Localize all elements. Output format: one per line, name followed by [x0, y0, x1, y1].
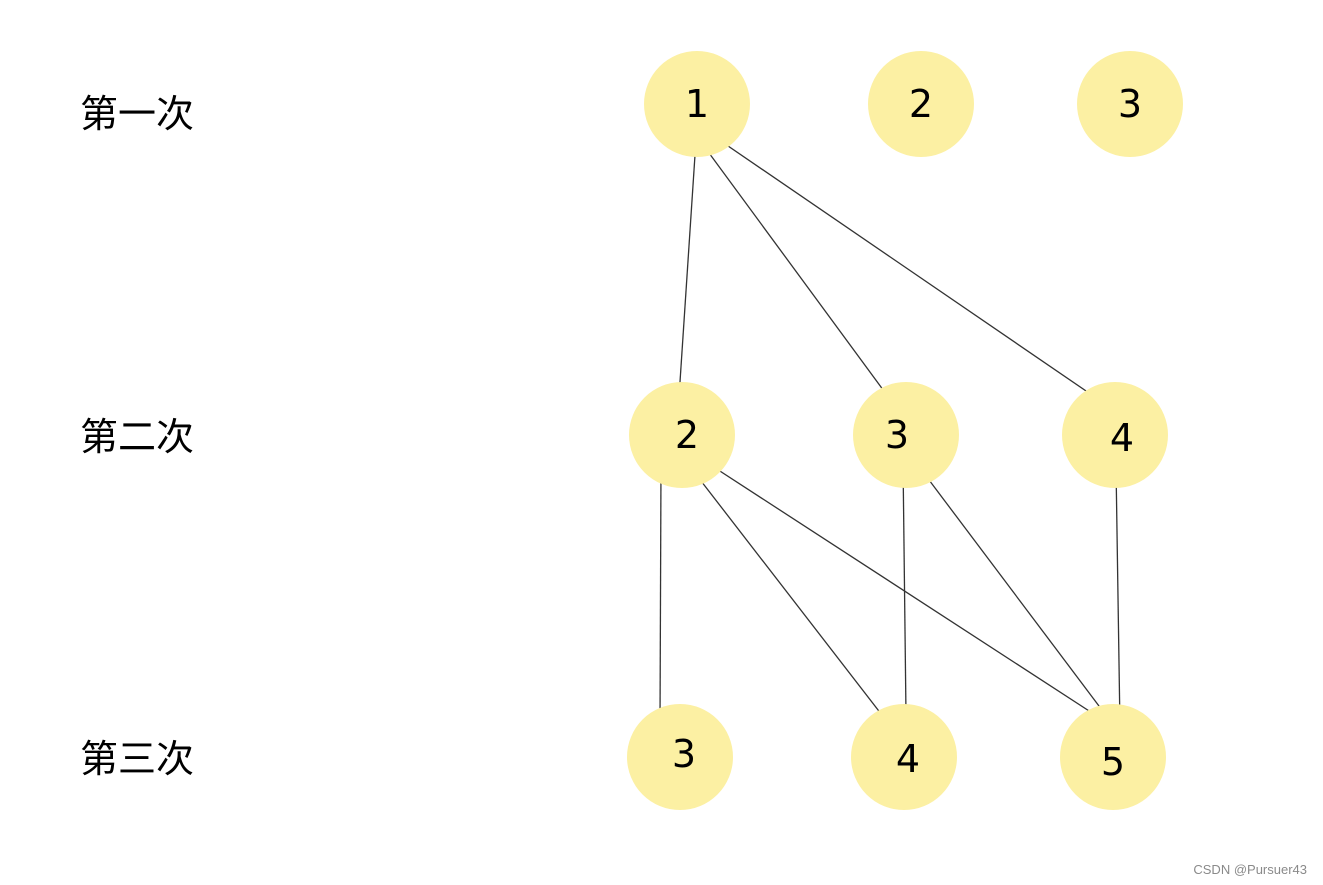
node-label: 2 [909, 82, 933, 126]
watermark: CSDN @Pursuer43 [1193, 862, 1307, 877]
node-r1-3: 3 [1077, 51, 1183, 157]
edge-r1n1-r2n3 [711, 134, 1109, 407]
node-label: 3 [1118, 82, 1142, 126]
node-r1-2: 2 [868, 51, 974, 157]
edge-r1n1-r2n1 [678, 139, 697, 398]
node-r3-3: 5 [1060, 704, 1166, 810]
edge-r2n2-r3n2 [902, 459, 907, 716]
node-r2-3: 4 [1062, 382, 1168, 488]
edges [659, 134, 1121, 729]
node-label: 3 [885, 413, 909, 457]
edge-r2n1-r3n2 [690, 467, 893, 729]
node-label: 4 [1110, 416, 1134, 460]
node-label: 1 [685, 82, 709, 126]
node-r2-1: 2 [629, 382, 735, 488]
edge-r2n1-r3n1 [659, 464, 662, 726]
node-label: 4 [896, 737, 920, 781]
node-r1-1: 1 [644, 51, 750, 157]
edge-r2n3-r3n3 [1115, 465, 1121, 729]
row-label-3: 第三次 [80, 737, 194, 781]
node-r3-2: 4 [851, 704, 957, 810]
node-r2-2: 3 [853, 382, 959, 488]
node-label: 3 [672, 732, 696, 776]
edge-r2n2-r3n3 [913, 459, 1109, 719]
row-label-2: 第二次 [80, 415, 194, 459]
edge-r1n1-r2n2 [697, 137, 893, 403]
row-label-1: 第一次 [80, 92, 194, 136]
node-label: 2 [675, 413, 699, 457]
node-r3-1: 3 [627, 704, 733, 810]
node-label: 5 [1101, 740, 1125, 784]
